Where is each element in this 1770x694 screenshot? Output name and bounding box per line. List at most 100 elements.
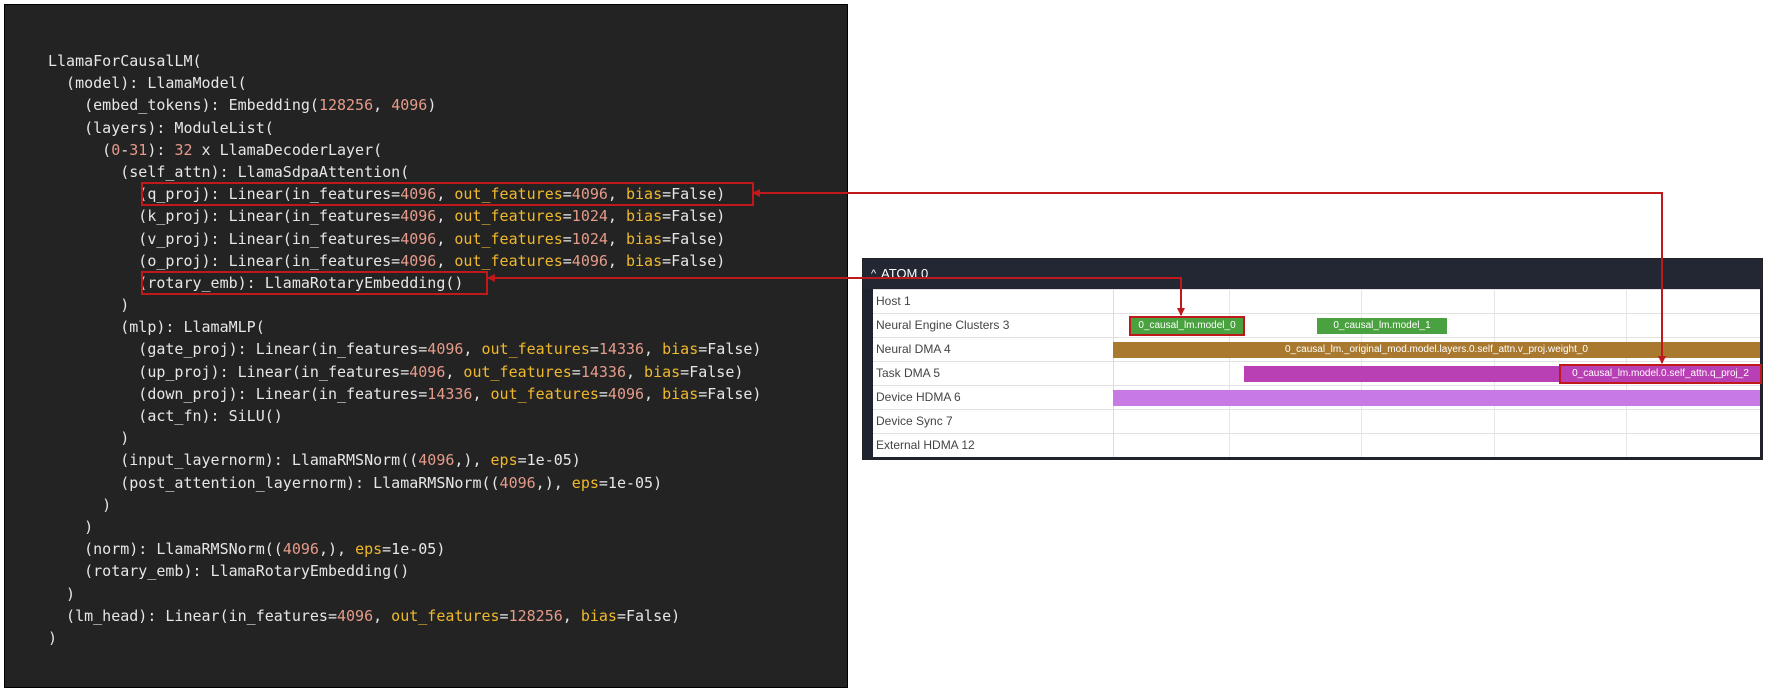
code-token: ) [48, 628, 58, 647]
code-token: (rotary_emb): LlamaRotaryEmbedding() [48, 273, 464, 292]
code-token: bias [625, 251, 663, 270]
code-token: , [644, 384, 663, 403]
code-token: =False) [662, 251, 726, 270]
code-token: 128256 [508, 606, 563, 625]
code-token: 32 [174, 140, 193, 159]
profiler-timeline: ^ ATOM 0 Host 1 Neural Engine Clusters 3… [862, 258, 1763, 460]
code-token: out_features [454, 229, 563, 248]
code-token: , [625, 362, 645, 381]
code-line: (mlp): LlamaMLP( [48, 316, 761, 338]
code-token: (layers): ModuleList( [48, 118, 274, 137]
code-token: , [445, 362, 464, 381]
row-device-sync-7: Device Sync 7 [873, 409, 1760, 433]
code-line: (rotary_emb): LlamaRotaryEmbedding() [48, 272, 761, 294]
bar-model-1[interactable]: 0_causal_lm.model_1 [1317, 318, 1447, 334]
code-token: eps [490, 451, 518, 470]
code-token: out_features [463, 362, 572, 381]
code-token: , [607, 185, 626, 204]
code-token: , [472, 384, 491, 403]
code-token: 4096 [336, 606, 374, 625]
row-label: Neural DMA 4 [876, 342, 951, 356]
code-token: ( [48, 140, 112, 159]
code-token: = [562, 207, 572, 226]
code-token: (q_proj): Linear(in_features= [48, 185, 401, 204]
code-line: (rotary_emb): LlamaRotaryEmbedding() [48, 560, 761, 582]
code-token: =False) [698, 384, 762, 403]
code-token: 14336 [598, 340, 645, 359]
code-token: 4096 [409, 362, 446, 381]
model-printout: LlamaForCausalLM( (model): LlamaModel( (… [48, 50, 761, 649]
code-line: (model): LlamaModel( [48, 72, 761, 94]
code-token: 1024 [571, 229, 608, 248]
code-token: , [562, 606, 581, 625]
code-token: ,), [454, 451, 491, 470]
code-token: = [598, 384, 608, 403]
code-token: out_features [454, 207, 563, 226]
code-token: eps [571, 473, 599, 492]
code-token: = [562, 229, 572, 248]
row-external-hdma-12: External HDMA 12 [873, 433, 1760, 457]
code-token: out_features [454, 185, 563, 204]
row-neural-dma-4: Neural DMA 4 [873, 337, 1760, 361]
code-token: 4096 [571, 185, 608, 204]
code-token: out_features [481, 340, 590, 359]
row-label: Host 1 [876, 294, 911, 308]
code-token: ) [427, 96, 437, 115]
code-token: (norm): LlamaRMSNorm(( [48, 540, 283, 559]
code-token: 4096 [400, 251, 437, 270]
code-line: (v_proj): Linear(in_features=4096, out_f… [48, 228, 761, 250]
code-line: ) [48, 494, 761, 516]
code-token: bias [625, 185, 663, 204]
code-line: (o_proj): Linear(in_features=4096, out_f… [48, 250, 761, 272]
code-token: , [436, 185, 455, 204]
timeline-body: Host 1 Neural Engine Clusters 3 Neural D… [873, 289, 1762, 457]
q-proj-bar-highlight [1559, 364, 1762, 384]
code-line: (gate_proj): Linear(in_features=4096, ou… [48, 338, 761, 360]
code-token: ): [147, 140, 175, 159]
code-line: LlamaForCausalLM( [48, 50, 761, 72]
row-host-1: Host 1 [873, 289, 1760, 313]
code-token: , [373, 606, 392, 625]
code-token: 4096 [391, 96, 428, 115]
code-token: 0 [111, 140, 121, 159]
code-token: , [436, 229, 455, 248]
code-token: bias [580, 606, 617, 625]
code-token: bias [644, 362, 681, 381]
code-token: bias [662, 384, 699, 403]
code-token: out_features [454, 251, 563, 270]
collapse-caret-icon[interactable]: ^ [871, 268, 877, 280]
model-0-highlight [1129, 316, 1245, 336]
code-token: (k_proj): Linear(in_features= [48, 207, 401, 226]
code-token: (model): LlamaModel( [48, 74, 247, 93]
code-line: (k_proj): Linear(in_features=4096, out_f… [48, 205, 761, 227]
bar-device-hdma[interactable] [1113, 390, 1760, 406]
code-token: (gate_proj): Linear(in_features= [48, 340, 428, 359]
code-token: =1e-05) [598, 473, 663, 492]
bar-v-proj-weight[interactable]: 0_causal_lm._original_mod.model.layers.0… [1113, 342, 1760, 358]
code-token: 128256 [318, 96, 374, 115]
code-token: (up_proj): Linear(in_features= [48, 362, 410, 381]
rotary-emb-connector [487, 274, 1182, 313]
code-token: 4096 [499, 473, 536, 492]
code-token: ) [48, 495, 112, 514]
bar-q-proj[interactable]: 0_causal_lm.model.0.self_attn.q_proj_2 [1561, 366, 1760, 382]
row-label: Neural Engine Clusters 3 [876, 318, 1010, 332]
code-token: 4096 [418, 451, 455, 470]
code-token: , [436, 251, 455, 270]
code-line: (self_attn): LlamaSdpaAttention( [48, 161, 761, 183]
bar-model-0[interactable]: 0_causal_lm.model_0 [1131, 318, 1243, 334]
code-token: = [562, 185, 572, 204]
code-line: ) [48, 294, 761, 316]
code-token: =1e-05) [382, 540, 446, 559]
code-line: ) [48, 627, 761, 649]
row-label: External HDMA 12 [876, 438, 975, 452]
code-token: (embed_tokens): Embedding( [48, 96, 319, 115]
code-token: = [499, 606, 509, 625]
code-token: ) [48, 517, 94, 536]
code-line: (act_fn): SiLU() [48, 405, 761, 427]
code-token: =False) [680, 362, 744, 381]
gridline [1229, 289, 1230, 457]
code-line: (embed_tokens): Embedding(128256, 4096) [48, 94, 761, 116]
code-token: x LlamaDecoderLayer( [192, 140, 383, 159]
